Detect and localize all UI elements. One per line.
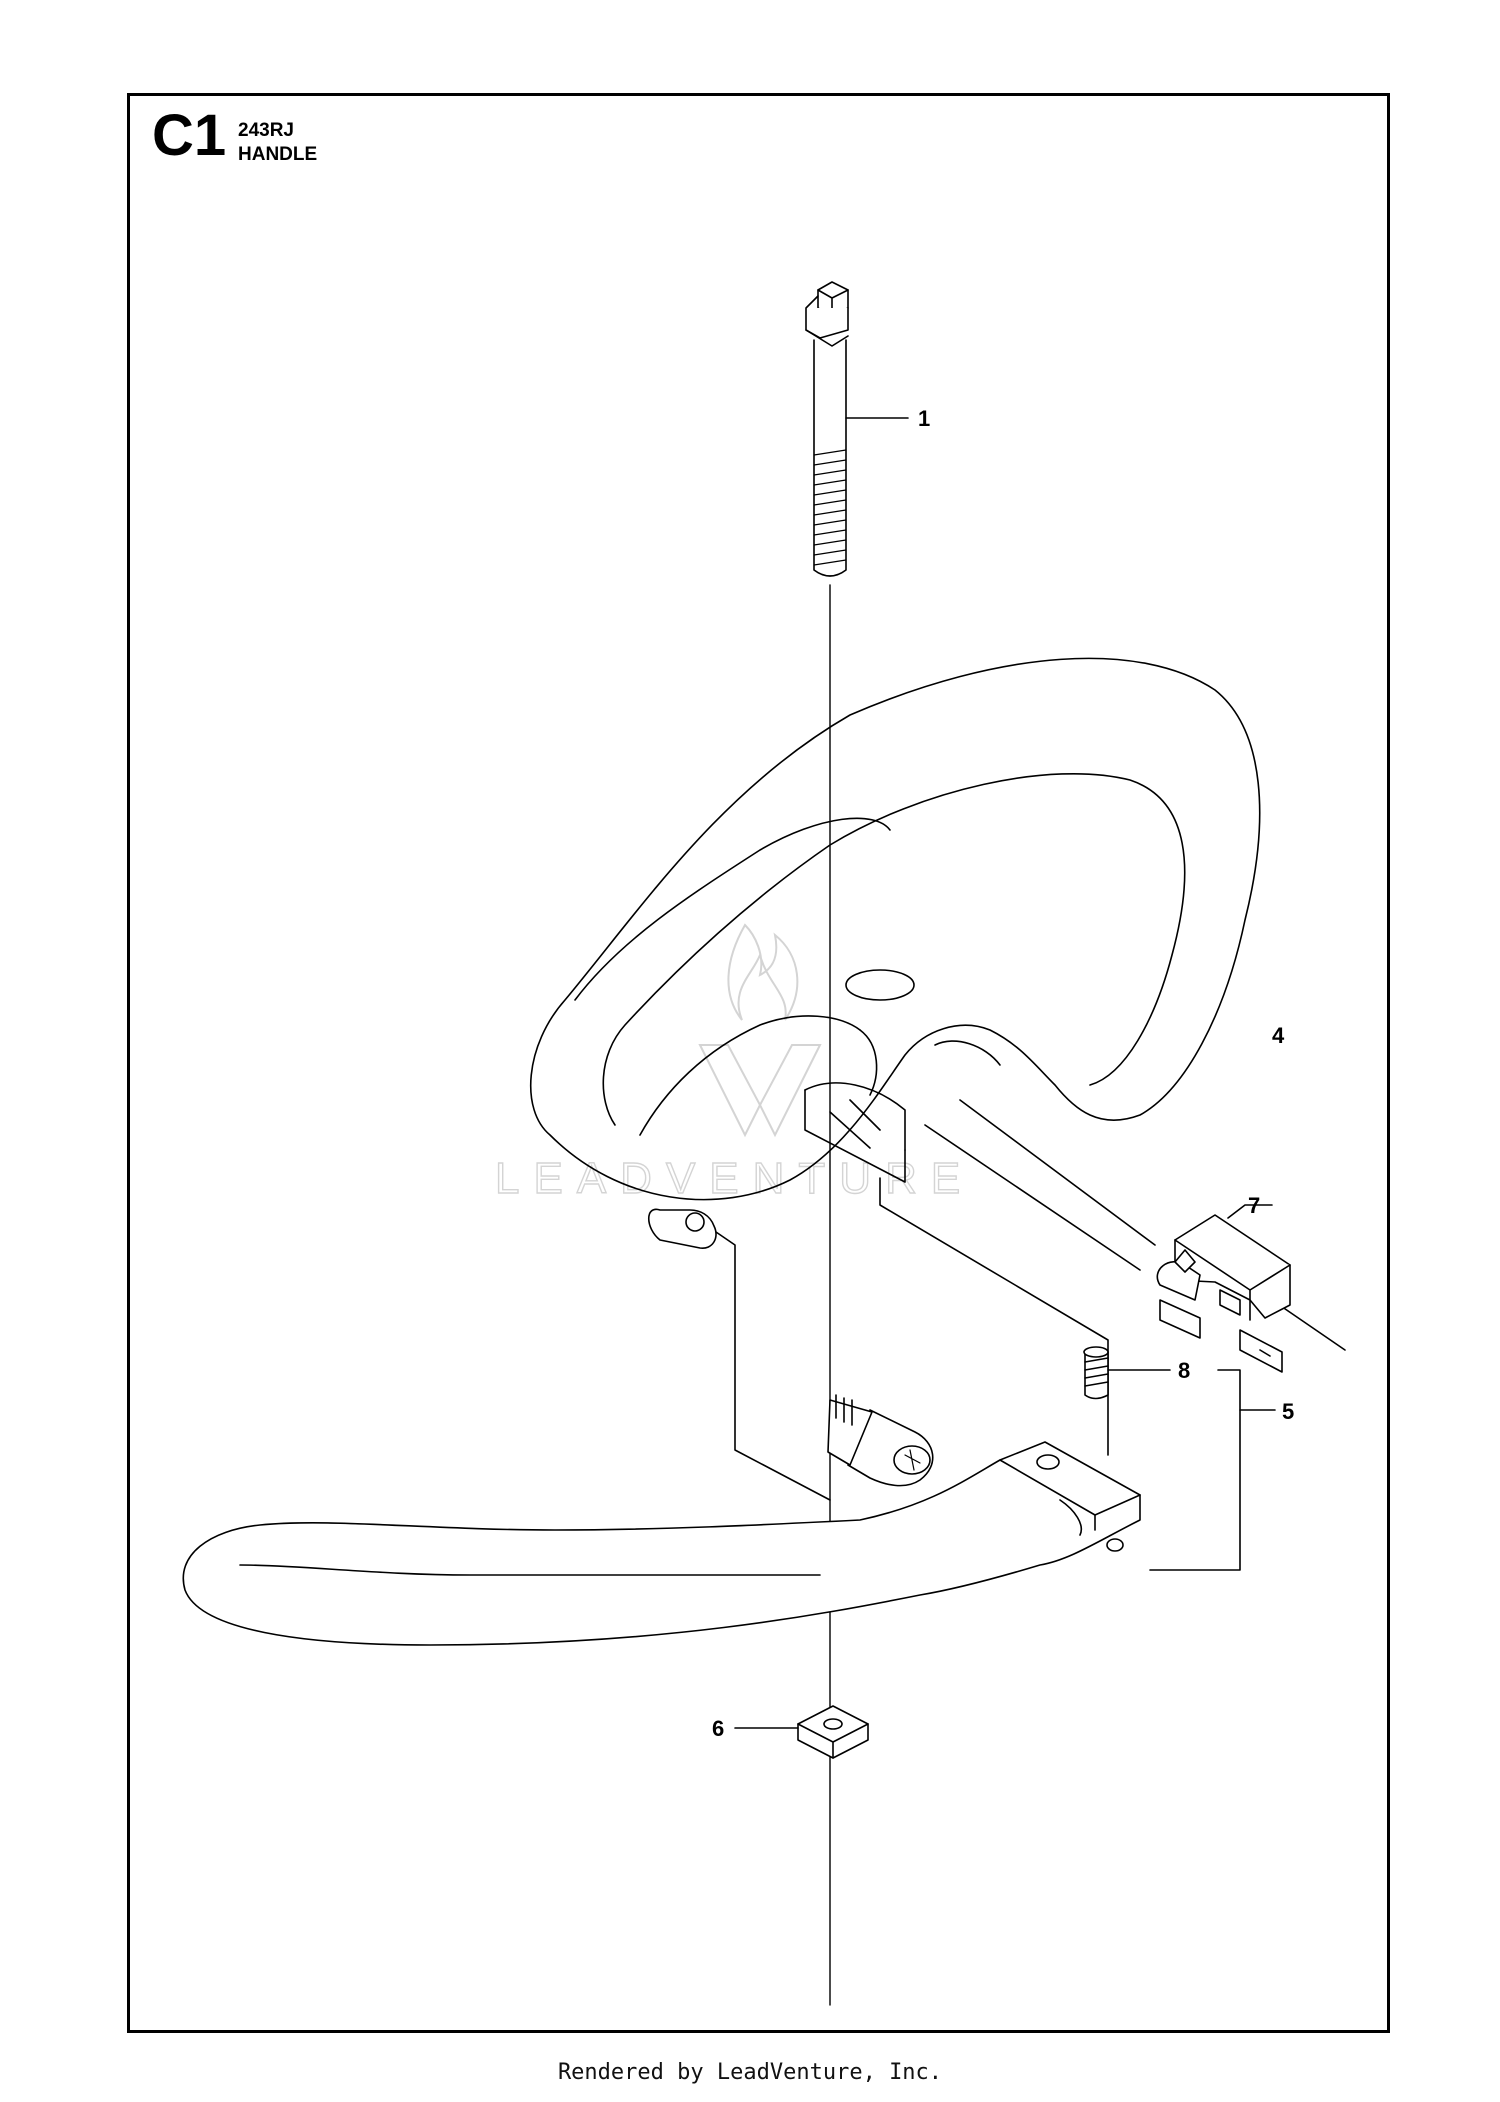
bracket-part-5	[182, 1346, 1141, 1646]
assembly-line-a	[715, 1231, 831, 1501]
callout-6: 6	[712, 1716, 724, 1741]
callout-8: 8	[1178, 1358, 1190, 1383]
bolt-part-1	[805, 281, 849, 577]
watermark: LEADVENTURE	[494, 923, 974, 1204]
leader-line-7	[1227, 1204, 1273, 1219]
diagram-title: HANDLE	[238, 144, 318, 165]
callout-4: 4	[1272, 1023, 1285, 1048]
watermark-text: LEADVENTURE	[495, 1154, 974, 1203]
shaft-line-extension	[1274, 1301, 1346, 1351]
diagram-frame	[127, 93, 1390, 2033]
model-number: 243RJ	[238, 120, 294, 141]
square-nut-part-6	[797, 1705, 869, 1759]
assembly-line-b	[879, 1177, 1109, 1456]
flame-v-logo-icon	[698, 923, 822, 1138]
section-code: C1	[152, 103, 227, 168]
callout-5: 5	[1282, 1399, 1294, 1424]
leader-line-5-bracket	[1149, 1369, 1241, 1571]
loop-handle-part-4	[530, 657, 1261, 1249]
callout-1: 1	[918, 406, 930, 431]
callout-7: 7	[1248, 1193, 1260, 1218]
clamp-part-7	[1156, 1214, 1291, 1373]
footer-credit: Rendered by LeadVenture, Inc.	[557, 2060, 943, 2085]
shaft-line	[924, 1099, 1156, 1271]
